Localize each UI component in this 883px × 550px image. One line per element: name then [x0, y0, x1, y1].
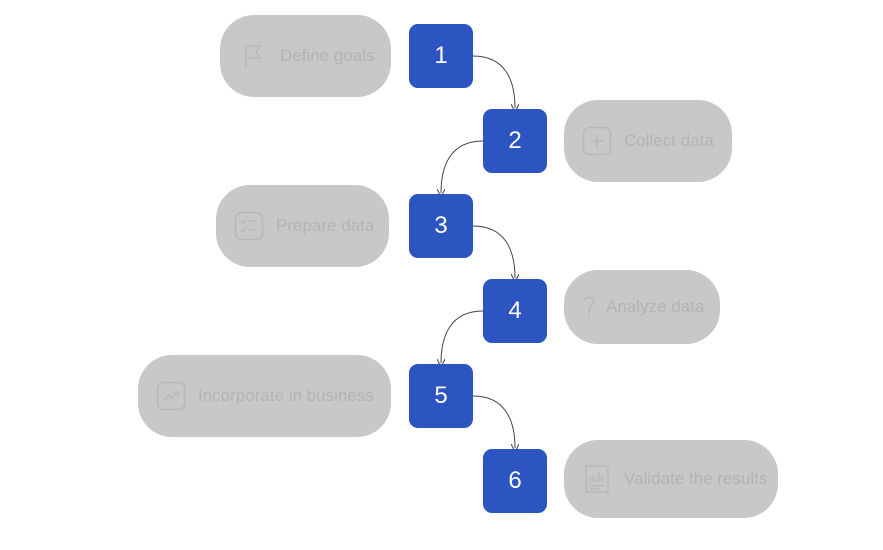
- step-5-label: Incorporate in business: [198, 386, 374, 405]
- step-1-box: 1: [409, 24, 473, 88]
- step-4-label: Analyze data: [606, 297, 705, 316]
- step-5-number: 5: [434, 382, 448, 409]
- step-1-number: 1: [434, 42, 448, 69]
- report-chart-icon: [582, 464, 612, 494]
- step-6-label-pill: Validate the results: [564, 440, 778, 518]
- connector-2-3: [441, 140, 484, 193]
- step-4-box: 4: [483, 279, 547, 343]
- step-3-label: Prepare data: [276, 216, 375, 235]
- trend-chart-icon: [156, 381, 186, 411]
- connector-4-5: [441, 310, 484, 363]
- step-3-box: 3: [409, 194, 473, 258]
- flag-icon: [238, 41, 268, 71]
- step-1-label: Define goals: [280, 46, 375, 65]
- step-2-label-pill: Collect data: [564, 100, 732, 182]
- step-2-number: 2: [508, 127, 522, 154]
- connector-5-6: [472, 395, 515, 448]
- connector-1-2: [472, 55, 515, 108]
- step-4-number: 4: [508, 297, 522, 324]
- step-5-label-pill: Incorporate in business: [138, 355, 391, 437]
- connector-3-4: [472, 225, 515, 278]
- step-3-number: 3: [434, 212, 448, 239]
- step-6-label: Validate the results: [624, 469, 768, 488]
- step-2-box: 2: [483, 109, 547, 173]
- question-mark-icon: [582, 292, 596, 322]
- step-6-box: 6: [483, 449, 547, 513]
- plus-square-icon: [582, 126, 612, 156]
- step-6-number: 6: [508, 467, 522, 494]
- checklist-icon: [234, 211, 264, 241]
- step-2-label: Collect data: [624, 131, 714, 150]
- step-1-label-pill: Define goals: [220, 15, 391, 97]
- step-4-label-pill: Analyze data: [564, 270, 720, 344]
- step-5-box: 5: [409, 364, 473, 428]
- step-3-label-pill: Prepare data: [216, 185, 389, 267]
